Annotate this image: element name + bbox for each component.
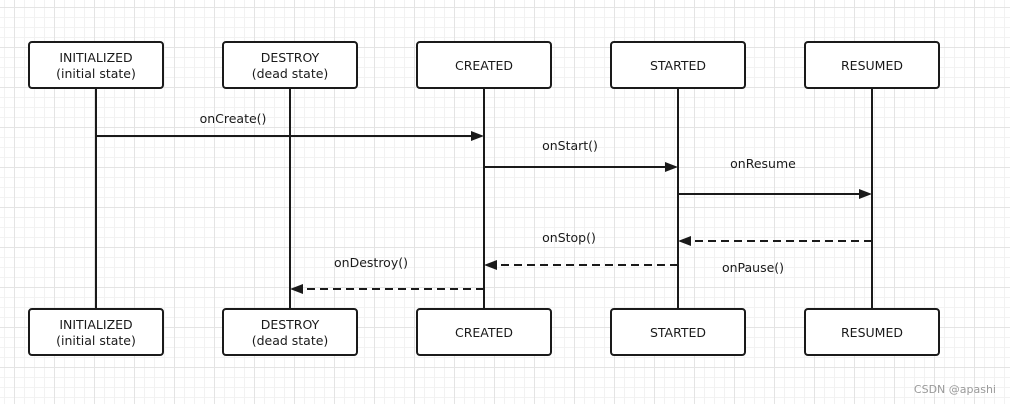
state-box-frame bbox=[28, 41, 164, 89]
state-title: INITIALIZED bbox=[59, 317, 132, 332]
state-box-started-top: STARTED bbox=[610, 41, 746, 89]
state-title: RESUMED bbox=[841, 58, 903, 73]
message-0: onCreate() bbox=[96, 111, 484, 141]
state-box-frame bbox=[28, 308, 164, 356]
state-box-frame bbox=[610, 308, 746, 356]
state-box-destroy-bottom: DESTROY(dead state) bbox=[222, 308, 358, 356]
state-box-resumed-bottom: RESUMED bbox=[804, 308, 940, 356]
state-title: DESTROY bbox=[261, 50, 320, 65]
state-box-frame bbox=[804, 308, 940, 356]
state-box-frame bbox=[416, 308, 552, 356]
message-label: onStop() bbox=[542, 230, 596, 245]
state-subtitle: (initial state) bbox=[56, 66, 136, 81]
lifelines bbox=[95, 88, 873, 309]
message-label: onDestroy() bbox=[334, 255, 408, 270]
state-box-initialized-bottom: INITIALIZED(initial state) bbox=[28, 308, 164, 356]
state-subtitle: (dead state) bbox=[252, 66, 329, 81]
arrowhead-icon bbox=[484, 260, 497, 270]
message-label: onPause() bbox=[722, 260, 784, 275]
state-box-destroy-top: DESTROY(dead state) bbox=[222, 41, 358, 89]
state-box-frame bbox=[416, 41, 552, 89]
message-2: onResume bbox=[678, 156, 872, 199]
message-label: onResume bbox=[730, 156, 796, 171]
state-title: RESUMED bbox=[841, 325, 903, 340]
state-box-frame bbox=[222, 308, 358, 356]
state-subtitle: (dead state) bbox=[252, 333, 329, 348]
state-box-created-top: CREATED bbox=[416, 41, 552, 89]
message-3: onStop() bbox=[542, 230, 872, 246]
state-title: DESTROY bbox=[261, 317, 320, 332]
state-title: CREATED bbox=[455, 325, 513, 340]
message-5: onDestroy() bbox=[290, 255, 484, 294]
message-label: onStart() bbox=[542, 138, 598, 153]
messages: onCreate() onStart() onResume onStop() onPau… bbox=[96, 111, 872, 294]
state-title: INITIALIZED bbox=[59, 50, 132, 65]
message-4: onPause() bbox=[484, 260, 784, 275]
state-boxes: INITIALIZED(initial state)DESTROY(dead s… bbox=[28, 41, 940, 356]
arrowhead-icon bbox=[471, 131, 484, 141]
state-title: STARTED bbox=[650, 58, 706, 73]
arrowhead-icon bbox=[859, 189, 872, 199]
arrowhead-icon bbox=[678, 236, 691, 246]
watermark: CSDN @apashi bbox=[913, 383, 996, 396]
state-box-resumed-top: RESUMED bbox=[804, 41, 940, 89]
arrowhead-icon bbox=[665, 162, 678, 172]
state-box-frame bbox=[610, 41, 746, 89]
message-1: onStart() bbox=[484, 138, 678, 172]
arrowhead-icon bbox=[290, 284, 303, 294]
state-box-started-bottom: STARTED bbox=[610, 308, 746, 356]
state-title: CREATED bbox=[455, 58, 513, 73]
state-box-initialized-top: INITIALIZED(initial state) bbox=[28, 41, 164, 89]
state-box-created-bottom: CREATED bbox=[416, 308, 552, 356]
message-label: onCreate() bbox=[200, 111, 267, 126]
state-box-frame bbox=[222, 41, 358, 89]
state-box-frame bbox=[804, 41, 940, 89]
state-subtitle: (initial state) bbox=[56, 333, 136, 348]
state-title: STARTED bbox=[650, 325, 706, 340]
